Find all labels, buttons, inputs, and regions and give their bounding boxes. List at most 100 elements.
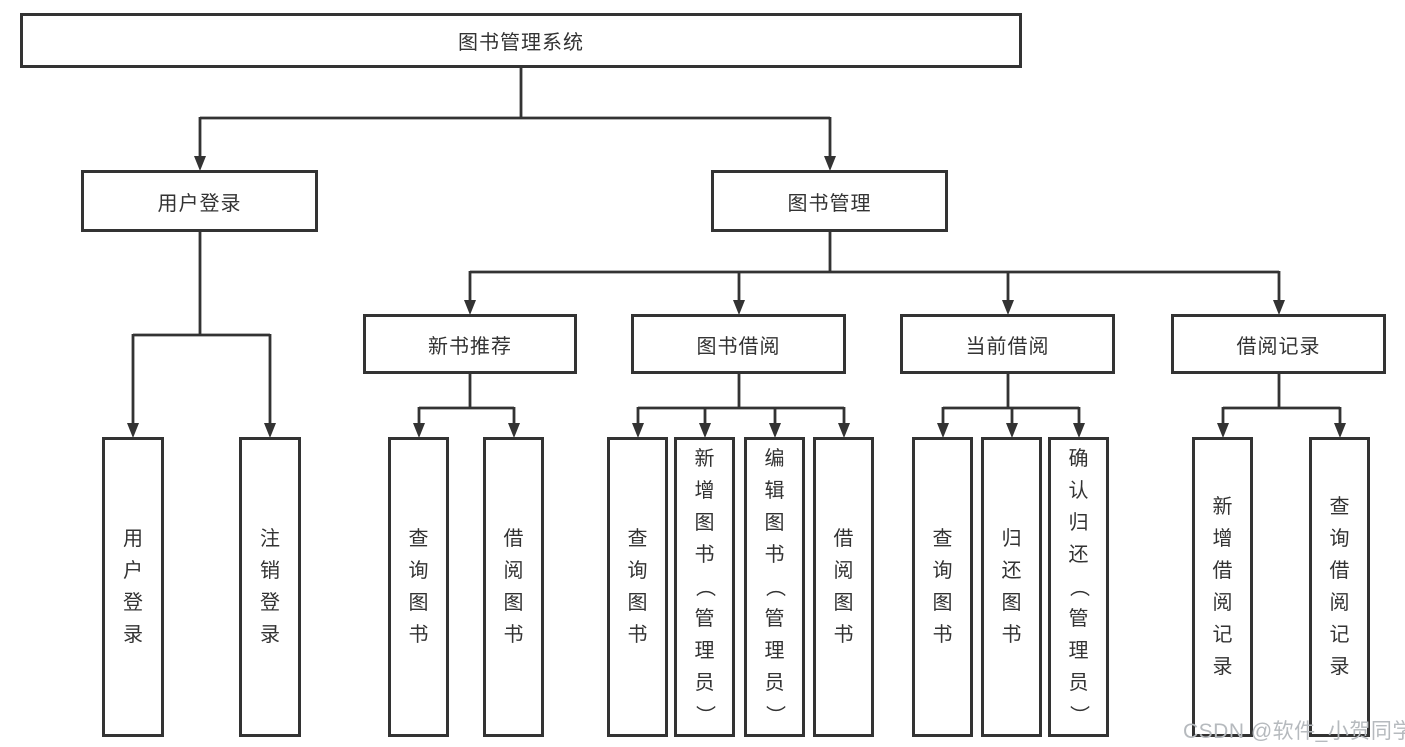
node-label: 确认归还（管理员） — [1051, 442, 1106, 732]
vertical-char: 新 — [1212, 496, 1233, 518]
vertical-char: 图 — [408, 592, 429, 614]
vertical-char: 管 — [694, 608, 715, 630]
vertical-char: 书 — [408, 624, 429, 646]
node-current-borrowing: 当前借阅 — [900, 314, 1115, 374]
node-leaf-borrow-books: 借阅图书 — [813, 437, 874, 737]
node-leaf-add-borrow-record: 新增借阅记录 — [1192, 437, 1253, 737]
node-label: 借阅记录 — [1236, 335, 1321, 358]
vertical-char: 图 — [932, 592, 953, 614]
vertical-char: 还 — [1001, 560, 1022, 582]
node-borrowing-records: 借阅记录 — [1171, 314, 1386, 374]
node-label: 编辑图书（管理员） — [747, 442, 802, 732]
vertical-char: 询 — [1329, 528, 1350, 550]
vertical-char: 管 — [1068, 608, 1089, 630]
vertical-char: 还 — [1068, 544, 1089, 566]
vertical-char: 增 — [1212, 528, 1233, 550]
vertical-char: 书 — [833, 624, 854, 646]
vertical-char: 销 — [260, 560, 280, 582]
node-label: 借阅图书 — [486, 442, 541, 732]
vertical-char: 借 — [833, 528, 854, 550]
vertical-char: 书 — [627, 624, 648, 646]
vertical-char: 编 — [764, 448, 785, 470]
node-leaf-query-books-recommend: 查询图书 — [388, 437, 449, 737]
vertical-char: 理 — [694, 640, 715, 662]
node-label: 借阅图书 — [816, 442, 871, 732]
vertical-char: （ — [763, 577, 786, 597]
arrowhead-icon — [194, 156, 206, 171]
vertical-char: 图 — [503, 592, 524, 614]
arrowhead-icon — [1217, 423, 1229, 438]
arrowhead-icon — [127, 423, 139, 438]
vertical-char: 阅 — [1212, 592, 1233, 614]
vertical-char: 借 — [1329, 560, 1350, 582]
arrowhead-icon — [937, 423, 949, 438]
node-user-login-group: 用户登录 — [81, 170, 318, 232]
node-library-management-system: 图书管理系统 — [20, 13, 1022, 68]
vertical-char: 图 — [694, 512, 715, 534]
vertical-char: 借 — [1212, 560, 1233, 582]
node-leaf-query-books-borrowing: 查询图书 — [607, 437, 668, 737]
vertical-char: 辑 — [764, 480, 785, 502]
vertical-char: （ — [1067, 577, 1090, 597]
vertical-char: 录 — [1329, 656, 1350, 678]
vertical-char: 新 — [694, 448, 715, 470]
vertical-char: 图 — [764, 512, 785, 534]
vertical-char: 归 — [1001, 528, 1022, 550]
node-leaf-query-borrow-record: 查询借阅记录 — [1309, 437, 1370, 737]
node-label: 用户登录 — [105, 442, 161, 732]
arrowhead-icon — [413, 423, 425, 438]
vertical-char: 增 — [694, 480, 715, 502]
vertical-char: 录 — [123, 624, 143, 646]
csdn-watermark: CSDN @软件_小贺同学 — [1183, 720, 1405, 743]
node-label: 查询借阅记录 — [1312, 442, 1367, 732]
vertical-char: （ — [693, 577, 716, 597]
vertical-char: 录 — [1212, 656, 1233, 678]
vertical-char: 查 — [627, 528, 648, 550]
vertical-char: 查 — [408, 528, 429, 550]
node-leaf-logout: 注销登录 — [239, 437, 301, 737]
node-label: 查询图书 — [391, 442, 446, 732]
arrowhead-icon — [1273, 300, 1285, 315]
arrowhead-icon — [1073, 423, 1085, 438]
node-label: 查询图书 — [915, 442, 970, 732]
arrowhead-icon — [769, 423, 781, 438]
node-leaf-return-books: 归还图书 — [981, 437, 1042, 737]
vertical-char: 阅 — [503, 560, 524, 582]
vertical-char: ） — [1067, 705, 1090, 725]
node-label: 新书推荐 — [428, 335, 512, 358]
vertical-char: 理 — [764, 640, 785, 662]
vertical-char: 归 — [1068, 512, 1089, 534]
node-label: 当前借阅 — [965, 335, 1050, 358]
vertical-char: 记 — [1212, 624, 1233, 646]
arrowhead-icon — [1002, 300, 1014, 315]
node-leaf-confirm-return-admin: 确认归还（管理员） — [1048, 437, 1109, 737]
vertical-char: 注 — [260, 528, 280, 550]
node-label: 图书管理 — [787, 192, 872, 215]
node-label: 查询图书 — [610, 442, 665, 732]
vertical-char: 用 — [123, 528, 143, 550]
vertical-char: 图 — [627, 592, 648, 614]
vertical-char: 图 — [833, 592, 854, 614]
vertical-char: 书 — [932, 624, 953, 646]
node-label: 图书管理系统 — [458, 32, 584, 54]
arrowhead-icon — [699, 423, 711, 438]
node-book-management: 图书管理 — [711, 170, 948, 232]
vertical-char: 认 — [1068, 480, 1089, 502]
vertical-char: 询 — [932, 560, 953, 582]
node-label: 新增借阅记录 — [1195, 442, 1250, 732]
vertical-char: 理 — [1068, 640, 1089, 662]
node-book-borrowing: 图书借阅 — [631, 314, 846, 374]
vertical-char: 员 — [1068, 672, 1089, 694]
arrowhead-icon — [838, 423, 850, 438]
arrowhead-icon — [1334, 423, 1346, 438]
vertical-char: ） — [763, 705, 786, 725]
arrowhead-icon — [733, 300, 745, 315]
arrowhead-icon — [508, 423, 520, 438]
arrowhead-icon — [1006, 423, 1018, 438]
vertical-char: 查 — [932, 528, 953, 550]
arrowhead-icon — [632, 423, 644, 438]
node-leaf-borrow-books-recommend: 借阅图书 — [483, 437, 544, 737]
vertical-char: 记 — [1329, 624, 1350, 646]
